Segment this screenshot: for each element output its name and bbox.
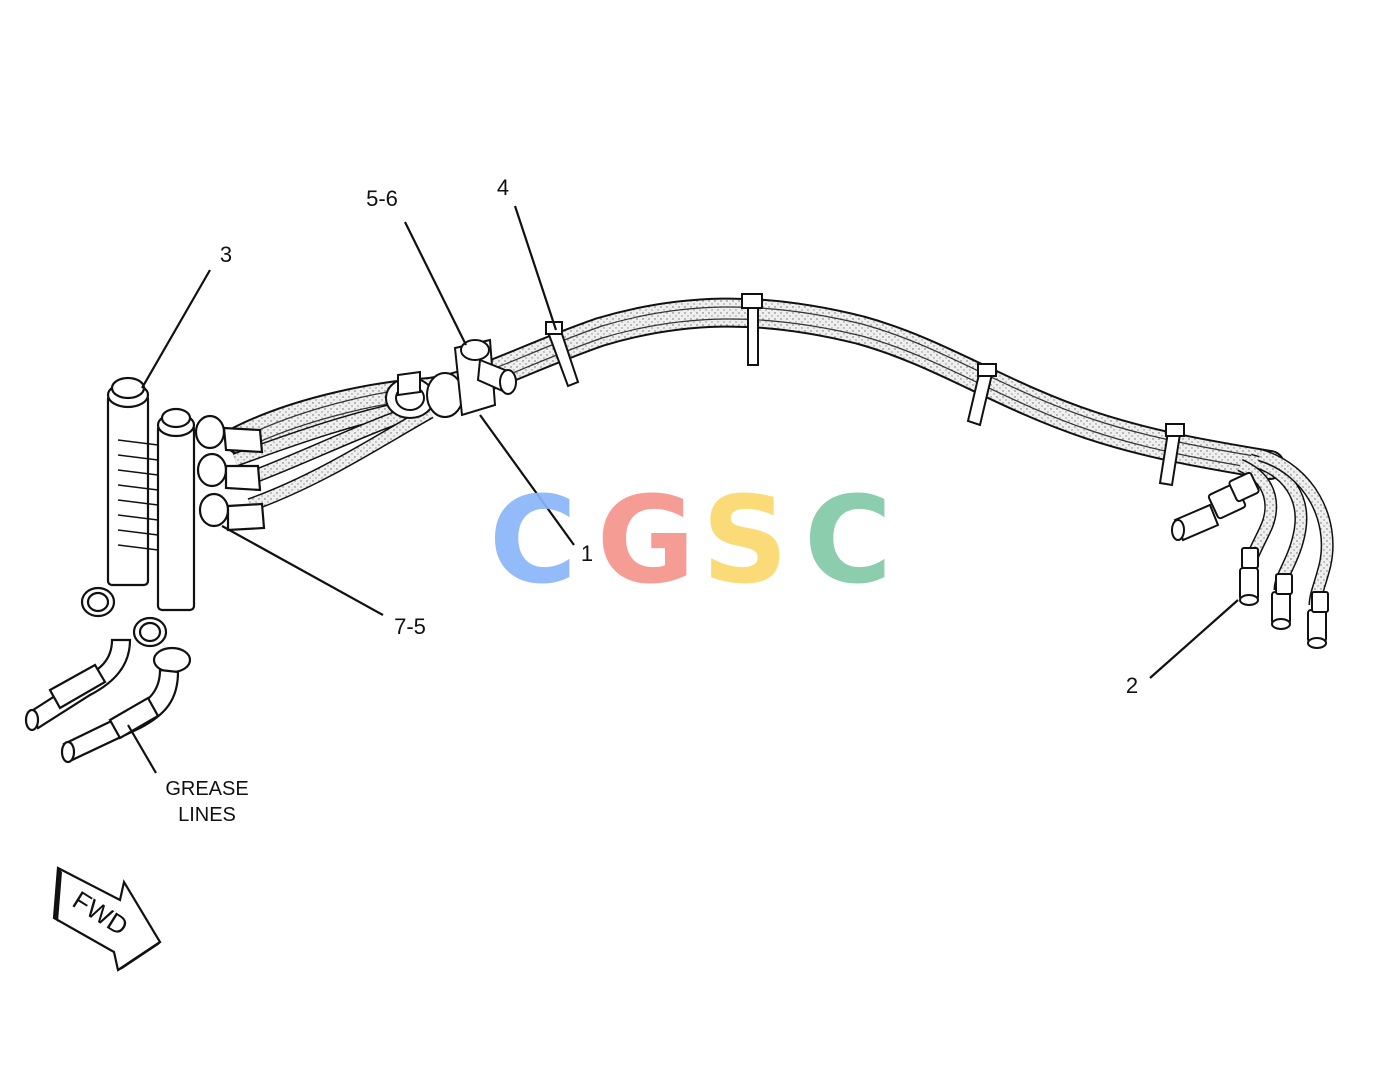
manifold-assembly <box>24 376 266 764</box>
callout-7-5: 7-5 <box>394 614 426 639</box>
callout-3: 3 <box>220 242 232 267</box>
callout-2: 2 <box>1126 673 1138 698</box>
watermark-letter-1: C <box>489 472 577 611</box>
grease-lines-label-line2: LINES <box>178 804 236 826</box>
watermark-letter-2: G <box>597 472 696 611</box>
forward-direction-arrow: FWD <box>52 866 162 972</box>
watermark-letter-4: C <box>804 472 892 611</box>
watermark-letter-3: S <box>702 472 788 611</box>
callout-1: 1 <box>581 541 593 566</box>
leader-lines <box>127 205 1239 774</box>
hose-clamps <box>545 293 1185 487</box>
cgsc-watermark: C G S C <box>489 472 892 611</box>
end-fittings <box>1171 471 1329 649</box>
mounting-bracket <box>385 338 517 419</box>
grease-lines-label-line1: GREASE <box>165 778 248 800</box>
callout-4: 4 <box>497 175 509 200</box>
callout-5-6: 5-6 <box>366 186 398 211</box>
